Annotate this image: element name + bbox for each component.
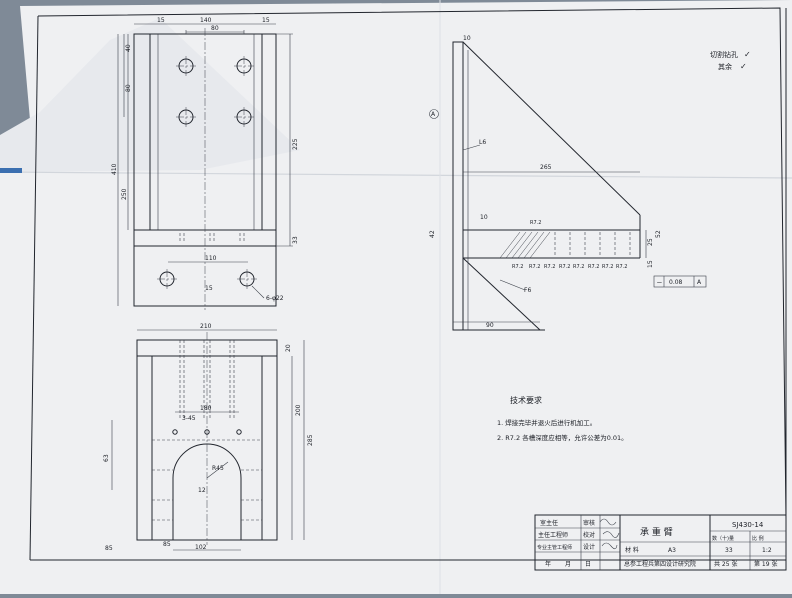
tb-supervising-engineer: 专业主管工程师 (537, 544, 572, 551)
datum-a-label: A (431, 111, 436, 118)
dim-top-102: 102 (195, 544, 207, 551)
side-view: 10 A L6 265 10 42 25 15 52 90 F6 R7.2 R7… (429, 35, 707, 331)
handwritten-note-2: 其余 (718, 62, 732, 71)
dim-front-410: 410 (111, 163, 118, 175)
dim-side-25: 25 (647, 238, 654, 246)
dim-top-20: 20 (285, 344, 292, 352)
tb-drawing-number: SJ430-14 (732, 521, 764, 529)
dim-top-85-right: 85 (163, 541, 171, 548)
tb-scale-label: 比 例 (752, 535, 764, 542)
dim-front-80-vert: 80 (125, 84, 132, 92)
roughness-label: R7.2 (602, 264, 613, 270)
dim-front-250: 250 (121, 188, 128, 200)
dim-front-140: 140 (200, 17, 212, 24)
tolerance-value: 0.08 (669, 279, 683, 286)
roughness-label: R7.2 (512, 264, 523, 270)
blue-strip (0, 168, 22, 173)
tb-year: 年 (545, 560, 551, 568)
dim-front-110: 110 (205, 255, 217, 262)
dim-front-40: 40 (125, 44, 132, 52)
check-mark-1: ✓ (744, 50, 751, 59)
paper-crease (0, 171, 792, 179)
datum-circle (429, 109, 439, 119)
dim-top-63: 63 (103, 454, 110, 462)
roughness-label: R7.2 (573, 264, 584, 270)
dim-top-3-45: 3-45 (182, 415, 196, 422)
dim-side-15: 15 (647, 260, 654, 268)
tech-requirements-title: 技术要求 (510, 395, 542, 405)
tb-material-value: A3 (668, 547, 676, 554)
border-top (37, 7, 787, 521)
tb-sheet-number: 第 19 张 (754, 560, 777, 568)
dim-top-285: 285 (307, 434, 314, 446)
tb-section-head: 室主任 (540, 519, 558, 527)
side-gusset-edge (462, 41, 641, 216)
dim-side-90: 90 (486, 322, 494, 329)
roughness-label: R7.2 (530, 220, 541, 226)
dim-top-12: 12 (198, 487, 206, 494)
border-left (29, 15, 39, 561)
dim-front-80: 80 (211, 25, 219, 32)
tb-institute: 总参工程兵第四设计研究院 (624, 560, 696, 568)
dim-top-r45: R45 (212, 465, 224, 472)
dim-top-210: 210 (200, 323, 212, 330)
flatness-icon: ⏤ (657, 279, 662, 286)
tolerance-datum: A (697, 279, 702, 286)
dim-top-85-left: 85 (105, 545, 113, 552)
title-block: 室主任 主任工程师 专业主管工程师 审核 校对 设计 日 年 月 承 重 臂 材… (534, 514, 787, 571)
roughness-label: R7.2 (529, 264, 540, 270)
dim-side-10-top: 10 (463, 35, 471, 42)
tb-design: 设计 (583, 543, 595, 551)
tolerance-frame (653, 275, 707, 288)
dim-front-15-bottom: 15 (205, 285, 213, 292)
tb-qty-label: 数（十)量 (712, 535, 734, 542)
check-mark-2: ✓ (740, 62, 747, 71)
signatures (599, 518, 620, 550)
dim-front-holes: 6-φ22 (266, 295, 284, 302)
weld-hatching (499, 231, 551, 259)
tech-note-1: 1. 焊接完毕并退火后进行机加工。 (497, 418, 596, 427)
roughness-labels: R7.2 R7.2 R7.2 R7.2 R7.2 R7.2 R7.2 R7.2 … (512, 220, 627, 270)
dim-side-52: 52 (655, 230, 662, 238)
tb-sheets-total: 共 25 张 (714, 560, 737, 568)
dim-top-200: 200 (295, 404, 302, 416)
arch-cutout (172, 443, 242, 540)
tb-scale-value: 1:2 (762, 547, 772, 554)
roughness-label: R7.2 (559, 264, 570, 270)
dim-front-33: 33 (292, 236, 299, 244)
dim-side-265: 265 (540, 164, 552, 171)
tb-part-name: 承 重 臂 (640, 526, 673, 538)
roughness-label: R7.2 (544, 264, 555, 270)
weld-symbol-f6: F6 (524, 287, 531, 294)
handwritten-note-1: 切割钻孔 (710, 50, 738, 59)
top-view: 210 20 200 285 180 3-45 63 R45 12 85 85 … (103, 323, 314, 552)
tb-month: 月 (565, 561, 571, 568)
dim-side-10: 10 (480, 214, 488, 221)
tb-review: 审核 (583, 519, 595, 527)
tb-day: 日 (585, 561, 591, 568)
dim-front-15-right: 15 (262, 17, 270, 24)
weld-symbol-l6: L6 (479, 139, 486, 146)
roughness-label: R7.2 (588, 264, 599, 270)
dim-side-42: 42 (429, 230, 436, 238)
dim-top-180: 180 (200, 405, 212, 412)
dim-front-15-left: 15 (157, 17, 165, 24)
tb-material-label: 材 料 (625, 546, 639, 554)
tb-check: 校对 (583, 531, 595, 539)
tech-note-2: 2. R7.2 各槽深度应相等，允许公差为0.01。 (497, 433, 628, 442)
front-view: 15 140 15 80 40 80 410 250 225 33 110 15… (111, 17, 299, 310)
tb-qty-value: 33 (725, 547, 733, 554)
roughness-label: R7.2 (616, 264, 627, 270)
dim-front-225: 225 (292, 138, 299, 150)
tb-chief-engineer: 主任工程师 (538, 531, 568, 539)
